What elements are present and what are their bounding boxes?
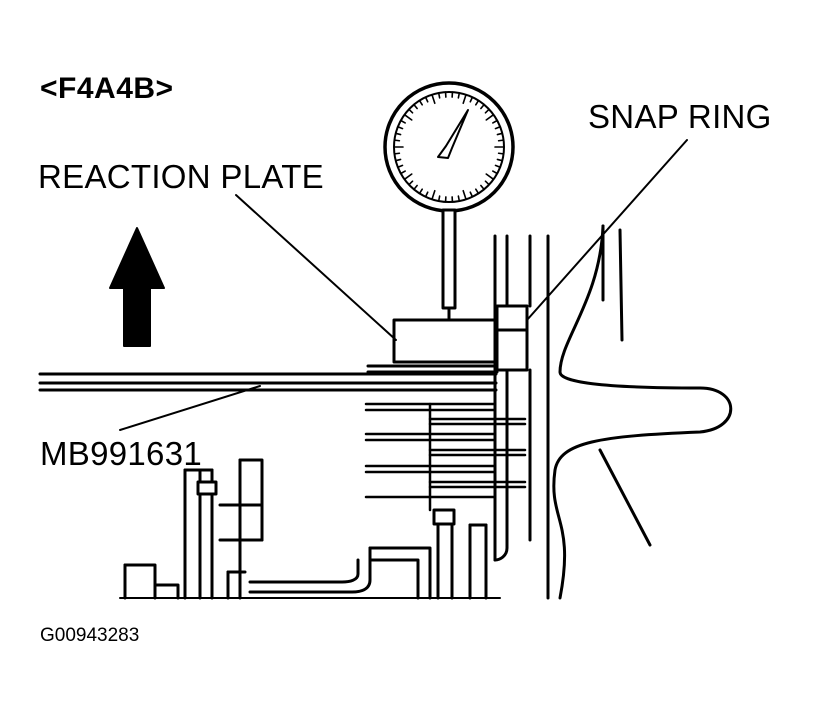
special-tool-bar bbox=[38, 372, 498, 392]
transmission-housing bbox=[432, 224, 733, 600]
dial-tick bbox=[474, 99, 480, 106]
dial-tick bbox=[480, 184, 485, 191]
dial-tick bbox=[418, 188, 424, 195]
dial-indicator-icon bbox=[383, 81, 515, 320]
dial-tick bbox=[492, 170, 498, 175]
reaction-plate bbox=[366, 318, 499, 374]
dial-tick bbox=[394, 132, 402, 136]
figure-id-label: G00943283 bbox=[40, 625, 140, 646]
dial-tick bbox=[484, 180, 490, 186]
snap-ring-label: SNAP RING bbox=[588, 98, 772, 135]
dial-tick bbox=[397, 125, 404, 130]
dial-tick bbox=[403, 113, 413, 121]
dial-tick bbox=[497, 139, 505, 142]
dial-tick bbox=[496, 158, 504, 162]
dial-tick bbox=[394, 158, 402, 162]
clutch-plate-stack bbox=[364, 402, 527, 512]
dial-tick bbox=[393, 139, 401, 142]
dial-tick bbox=[431, 93, 436, 105]
dial-tick bbox=[457, 195, 461, 202]
dial-tick bbox=[400, 119, 406, 124]
dial-tick bbox=[413, 103, 418, 110]
dial-tick bbox=[403, 173, 413, 181]
dial-tick bbox=[462, 93, 467, 105]
special-tool-label: MB991631 bbox=[40, 435, 203, 472]
dial-tick bbox=[424, 191, 429, 198]
dial-tick bbox=[413, 184, 418, 191]
dial-tick bbox=[437, 195, 441, 202]
dial-tick bbox=[437, 92, 441, 99]
dial-tick bbox=[408, 108, 414, 114]
model-code-label: <F4A4B> bbox=[40, 72, 174, 105]
up-arrow-icon bbox=[109, 227, 165, 347]
dial-tick bbox=[397, 164, 404, 169]
dial-tick bbox=[497, 152, 505, 155]
dial-tick bbox=[393, 152, 401, 155]
dial-tick bbox=[484, 108, 490, 114]
dial-tick bbox=[474, 188, 480, 195]
snap-ring bbox=[495, 304, 529, 372]
dial-tick bbox=[485, 113, 495, 121]
dial-tick bbox=[494, 125, 501, 130]
dial-tick bbox=[462, 189, 467, 201]
dial-tick bbox=[408, 180, 414, 186]
dial-tick bbox=[431, 189, 436, 201]
dial-tick bbox=[494, 164, 501, 169]
dial-tick bbox=[400, 170, 406, 175]
dial-tick bbox=[480, 103, 485, 110]
leader-lines bbox=[119, 139, 688, 431]
dial-tick bbox=[424, 96, 429, 103]
dial-tick bbox=[496, 132, 504, 136]
lower-drum-assembly bbox=[119, 458, 501, 600]
dial-tick bbox=[457, 92, 461, 99]
dial-tick bbox=[492, 119, 498, 124]
dial-tick bbox=[469, 191, 474, 198]
dial-tick bbox=[418, 99, 424, 106]
dial-tick bbox=[485, 173, 495, 181]
reaction-plate-label: REACTION PLATE bbox=[38, 158, 324, 195]
dial-tick bbox=[469, 96, 474, 103]
